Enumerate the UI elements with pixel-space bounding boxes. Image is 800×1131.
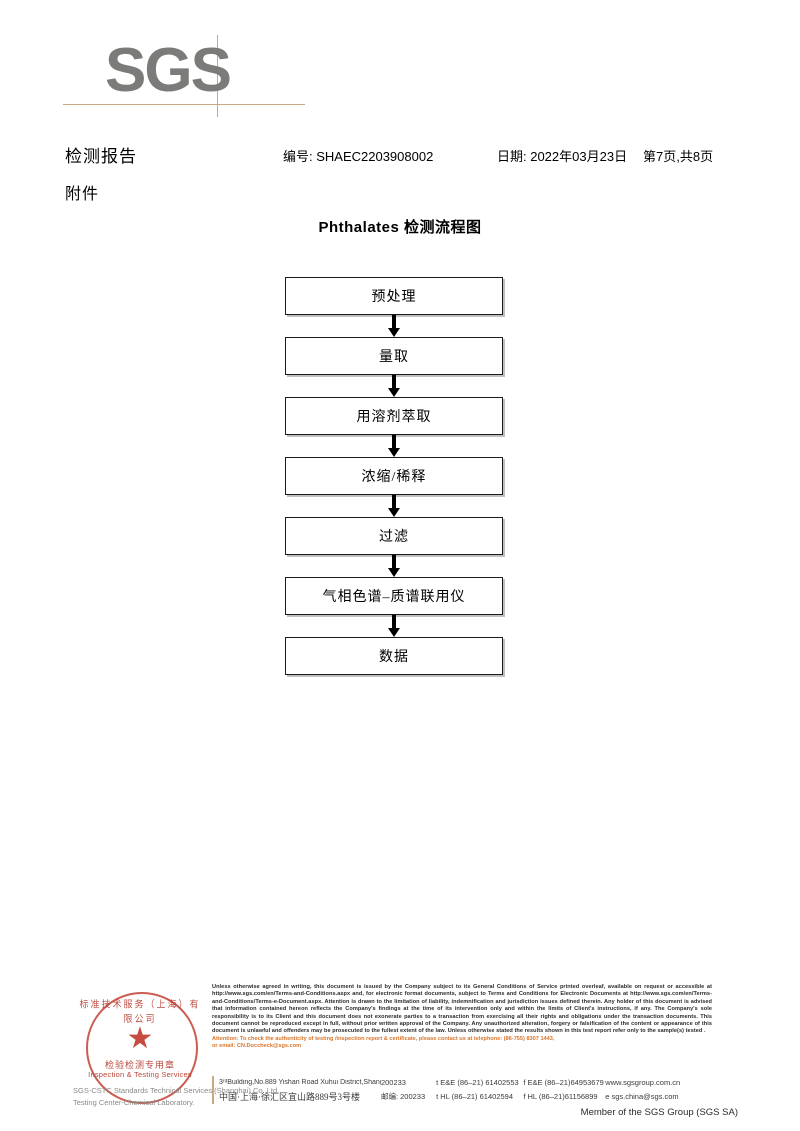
flowchart-title: Phthalates 检测流程图 xyxy=(318,219,482,236)
legal-disclaimer: Unless otherwise agreed in writing, this… xyxy=(212,984,712,1051)
attention-line-1: Attention: To check the authenticity of … xyxy=(212,1035,555,1042)
flowchart: 预处理 量取 用溶剂萃取 浓缩/稀释 过滤 气相色谱–质谱联用仪 数据 xyxy=(285,277,503,675)
address-cn: 中国·上海·徐汇区宜山路889号3号楼 xyxy=(219,1092,360,1102)
flow-arrow-icon xyxy=(285,375,503,397)
contact-details: 3ʳᵈBuilding,No.889 Yishan Road Xuhui Dis… xyxy=(212,1076,712,1104)
page-title: 检测报告 xyxy=(65,147,137,166)
email-link[interactable]: e sgs.china@sgs.com xyxy=(605,1092,679,1101)
flow-step: 数据 xyxy=(285,637,503,675)
legal-paragraph: Unless otherwise agreed in writing, this… xyxy=(212,984,712,1035)
flow-step-box: 过滤 xyxy=(285,517,503,555)
flow-step-box: 预处理 xyxy=(285,277,503,315)
contact-row-english: 3ʳᵈBuilding,No.889 Yishan Road Xuhui Dis… xyxy=(219,1076,712,1089)
seal-chinese-text: 检验检测专用章 xyxy=(104,1060,175,1070)
website-link[interactable]: www.sgsgroup.com.cn xyxy=(605,1078,681,1087)
flow-arrow-icon xyxy=(285,615,503,637)
logo-horizontal-rule xyxy=(63,104,305,105)
page-footer: 标准技术服务（上海）有限公司 ★ 检验检测专用章 Inspection & Te… xyxy=(0,980,800,1131)
report-number: 编号: SHAEC2203908002 xyxy=(283,149,434,164)
report-header: 检测报告 编号: SHAEC2203908002 日期: 2022年03月23日… xyxy=(65,142,755,168)
flow-arrow-icon xyxy=(285,315,503,337)
sgs-logo: SGS xyxy=(63,35,305,117)
fax-en: f E&E (86–21)64953679 xyxy=(523,1078,604,1087)
flow-step: 气相色谱–质谱联用仪 xyxy=(285,577,503,615)
flow-step-box: 用溶剂萃取 xyxy=(285,397,503,435)
logo-wordmark: SGS xyxy=(105,36,232,105)
flow-step-box: 数据 xyxy=(285,637,503,675)
star-icon: ★ xyxy=(126,1022,154,1055)
fax-cn: f HL (86–21)61156899 xyxy=(523,1092,598,1101)
flow-step: 量取 xyxy=(285,337,503,375)
page-count: 第7页,共8页 xyxy=(643,149,714,164)
flow-arrow-icon xyxy=(285,495,503,517)
zip-cn: 邮编: 200233 xyxy=(380,1092,426,1101)
report-date: 日期: 2022年03月23日 xyxy=(497,149,628,164)
contact-row-chinese: 中国·上海·徐汇区宜山路889号3号楼 邮编: 200233 t HL (86–… xyxy=(219,1089,712,1104)
address-en: 3ʳᵈBuilding,No.889 Yishan Road Xuhui Dis… xyxy=(219,1079,381,1086)
flow-step-box: 浓缩/稀释 xyxy=(285,457,503,495)
telephone-cn: t HL (86–21) 61402594 xyxy=(436,1092,513,1101)
flow-step: 预处理 xyxy=(285,277,503,315)
attention-line-2: or email: CN.Doccheck@sgs.com xyxy=(212,1043,302,1050)
seal-arc-text: 标准技术服务（上海）有限公司 xyxy=(79,998,201,1025)
seal-overlay-line-1: SGS-CSTC Standards Technical Services (S… xyxy=(73,1086,280,1095)
flow-step-box: 量取 xyxy=(285,337,503,375)
logo-vertical-rule xyxy=(217,35,218,117)
seal-ring xyxy=(86,992,198,1104)
seal-english-text: Inspection & Testing Services xyxy=(88,1070,192,1079)
attachment-label: 附件 xyxy=(65,186,100,203)
flow-step: 用溶剂萃取 xyxy=(285,397,503,435)
flow-step: 浓缩/稀释 xyxy=(285,457,503,495)
flow-step: 过滤 xyxy=(285,517,503,555)
company-seal-stamp: 标准技术服务（上海）有限公司 ★ 检验检测专用章 Inspection & Te… xyxy=(73,988,279,1112)
flow-arrow-icon xyxy=(285,555,503,577)
seal-overlay-line-2: Testing Center-Chemical Laboratory. xyxy=(73,1098,195,1107)
zip-en: 200233 xyxy=(380,1078,406,1087)
flow-step-box: 气相色谱–质谱联用仪 xyxy=(285,577,503,615)
member-of-group-line: Member of the SGS Group (SGS SA) xyxy=(580,1107,738,1118)
telephone-en: t E&E (86–21) 61402553 xyxy=(436,1078,519,1087)
flow-arrow-icon xyxy=(285,435,503,457)
